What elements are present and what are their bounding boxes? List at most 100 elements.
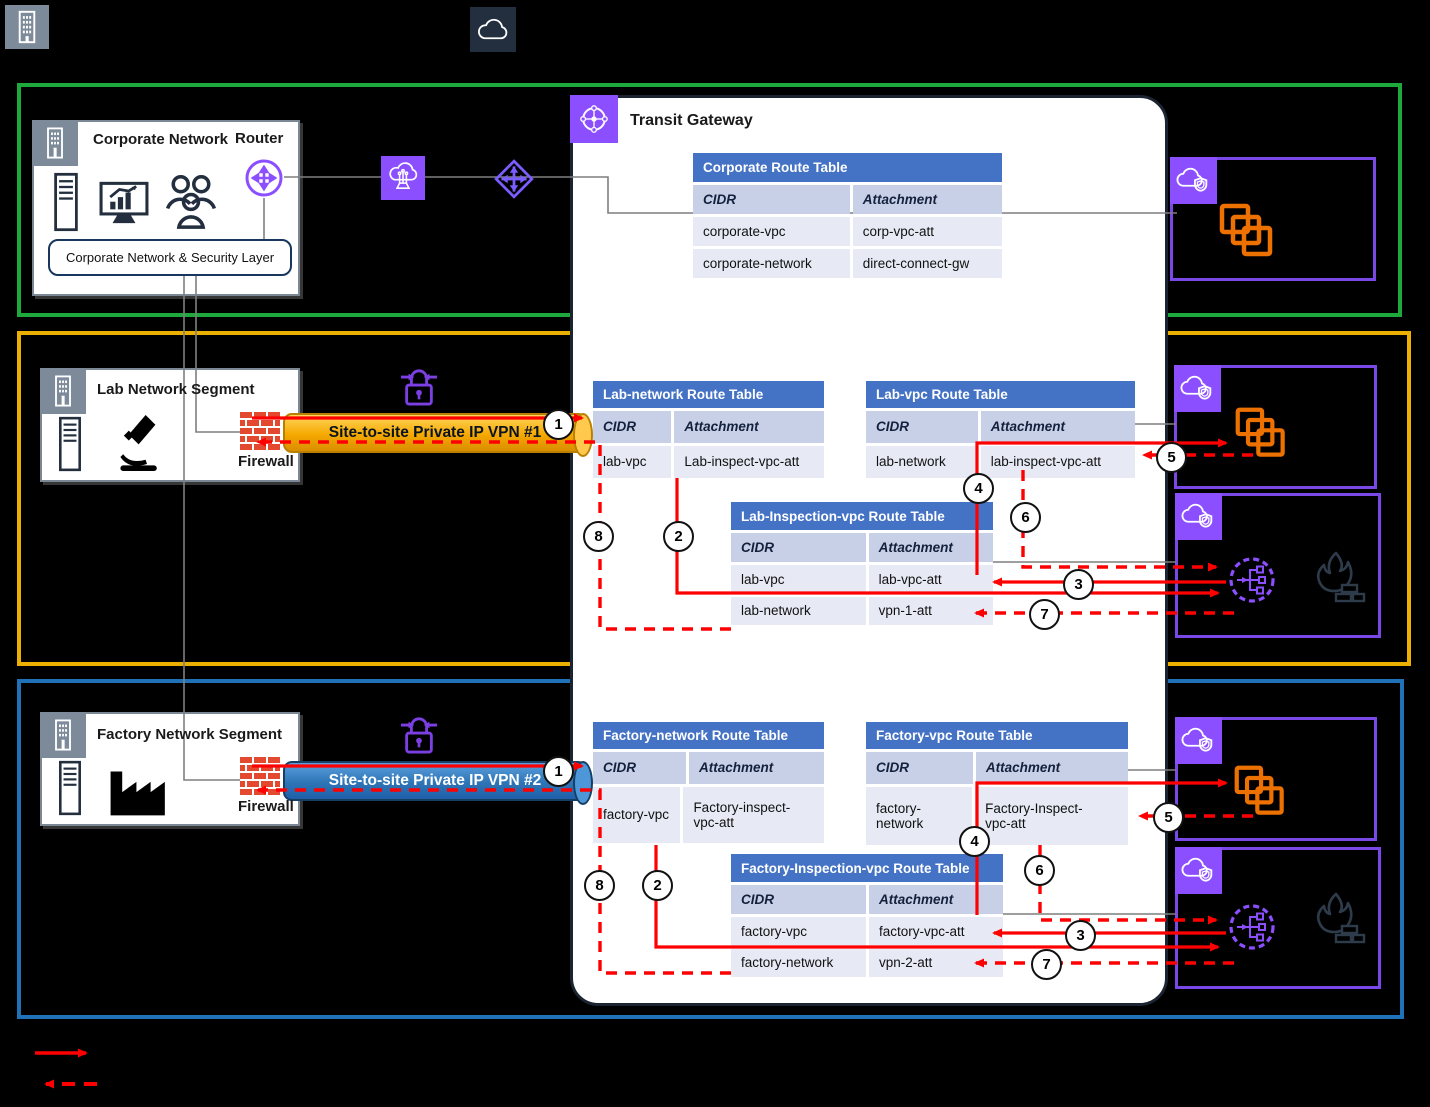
vpc-icon bbox=[1174, 365, 1221, 412]
table-title: Factory-vpc Route Table bbox=[866, 722, 1128, 749]
table-title: Lab-vpc Route Table bbox=[866, 381, 1135, 408]
attachment-cell: lab-inspect-vpc-att bbox=[980, 446, 1135, 478]
lab-subnets-icon bbox=[1234, 406, 1292, 464]
attachment-cell: corp-vpc-att bbox=[852, 217, 1002, 246]
cidr-cell: lab-network bbox=[866, 446, 978, 478]
vpc-icon bbox=[1175, 493, 1222, 540]
attachment-cell: vpn-1-att bbox=[868, 597, 993, 625]
vpn1-tube-cap bbox=[573, 413, 593, 457]
factory-vpc-route-table: Factory-vpc Route Table CIDR Attachment … bbox=[866, 722, 1128, 845]
server-icon bbox=[52, 172, 80, 232]
network-firewall-icon bbox=[1306, 549, 1366, 607]
column-header-cidr: CIDR bbox=[731, 885, 866, 914]
column-header-attachment: Attachment bbox=[868, 885, 1003, 914]
step-circle-lab-2: 2 bbox=[663, 521, 694, 552]
network-firewall-icon bbox=[1306, 890, 1366, 948]
table-title: Factory-Inspection-vpc Route Table bbox=[731, 854, 1003, 882]
cidr-cell: lab-vpc bbox=[731, 565, 866, 594]
step-circle-lab-4: 4 bbox=[963, 473, 994, 504]
corporate-security-layer-label: Corporate Network & Security Layer bbox=[65, 250, 275, 265]
step-circle-factory-7: 7 bbox=[1031, 949, 1062, 980]
corporate-building-icon bbox=[32, 120, 78, 166]
cidr-cell: corporate-network bbox=[693, 249, 850, 278]
column-header-attachment: Attachment bbox=[852, 185, 1002, 214]
aws-cloud-icon bbox=[470, 7, 516, 52]
router-label: Router bbox=[235, 130, 284, 147]
table-row: factory-vpc factory-vpc-att bbox=[731, 917, 1003, 946]
lab-firewall-label: Firewall bbox=[238, 453, 294, 470]
cidr-cell: factory-vpc bbox=[731, 917, 866, 946]
column-header-cidr: CIDR bbox=[593, 752, 687, 784]
monitoring-icon bbox=[98, 180, 150, 228]
corporate-vpc-box bbox=[1170, 157, 1376, 281]
cidr-cell: corporate-vpc bbox=[693, 217, 850, 246]
vpn2-tube-cap bbox=[573, 761, 593, 805]
lab-vpc-box bbox=[1174, 365, 1377, 489]
factory-subnets-icon bbox=[1233, 764, 1291, 822]
direct-connect-gateway-icon bbox=[493, 158, 535, 200]
attachment-cell: direct-connect-gw bbox=[852, 249, 1002, 278]
factory-icon bbox=[100, 756, 178, 818]
table-row: factory-network vpn-2-att bbox=[731, 949, 1003, 977]
step-circle-lab-7: 7 bbox=[1029, 599, 1060, 630]
lab-vpc-route-table: Lab-vpc Route Table CIDR Attachment lab-… bbox=[866, 381, 1135, 478]
cidr-cell: factory-vpc bbox=[593, 787, 681, 843]
step-circle-factory-4: 4 bbox=[959, 826, 990, 857]
attachment-cell: Factory-Inspect-vpc-att bbox=[975, 787, 1128, 845]
column-header-attachment: Attachment bbox=[689, 752, 824, 784]
server-icon bbox=[56, 760, 84, 816]
table-row: lab-network lab-inspect-vpc-att bbox=[866, 446, 1135, 478]
step-circle-factory-1: 1 bbox=[543, 756, 574, 787]
column-header-attachment: Attachment bbox=[980, 411, 1135, 443]
step-circle-lab-8: 8 bbox=[583, 521, 614, 552]
router-icon bbox=[244, 158, 284, 198]
gwlb-endpoint-icon bbox=[1228, 556, 1276, 604]
transit-gateway-title: Transit Gateway bbox=[630, 112, 753, 129]
column-header-attachment: Attachment bbox=[975, 752, 1128, 784]
table-row: factory-network Factory-Inspect-vpc-att bbox=[866, 787, 1128, 845]
attachment-cell: Lab-inspect-vpc-att bbox=[674, 446, 824, 478]
users-icon bbox=[163, 171, 219, 231]
direct-connect-icon bbox=[381, 156, 425, 200]
cidr-cell: factory-network bbox=[731, 949, 866, 977]
factory-network-route-table: Factory-network Route Table CIDR Attachm… bbox=[593, 722, 824, 843]
table-row: lab-vpc Lab-inspect-vpc-att bbox=[593, 446, 824, 478]
table-title: Lab-network Route Table bbox=[593, 381, 824, 408]
vpc-icon bbox=[1170, 157, 1217, 204]
table-row: corporate-vpc corp-vpc-att bbox=[693, 217, 1002, 246]
column-header-cidr: CIDR bbox=[866, 752, 973, 784]
table-row: corporate-network direct-connect-gw bbox=[693, 249, 1002, 278]
factory-firewall-label: Firewall bbox=[238, 798, 294, 815]
column-header-cidr: CIDR bbox=[593, 411, 672, 443]
table-row: factory-vpc Factory-inspect-vpc-att bbox=[593, 787, 824, 843]
cidr-cell: lab-network bbox=[731, 597, 866, 625]
table-row: lab-vpc lab-vpc-att bbox=[731, 565, 993, 594]
table-row: lab-network vpn-1-att bbox=[731, 597, 993, 625]
corporate-route-table: Corporate Route Table CIDR Attachment co… bbox=[693, 153, 1002, 278]
table-title: Factory-network Route Table bbox=[593, 722, 824, 749]
step-circle-factory-8: 8 bbox=[584, 870, 615, 901]
column-header-cidr: CIDR bbox=[731, 533, 866, 562]
attachment-cell: lab-vpc-att bbox=[868, 565, 993, 594]
lab-network-title: Lab Network Segment bbox=[97, 381, 255, 398]
step-circle-factory-3: 3 bbox=[1065, 920, 1096, 951]
lab-building-icon bbox=[40, 368, 86, 414]
lab-firewall-icon bbox=[240, 411, 280, 451]
corporate-security-layer: Corporate Network & Security Layer bbox=[48, 239, 292, 276]
step-circle-factory-6: 6 bbox=[1024, 855, 1055, 886]
corporate-subnets-icon bbox=[1218, 202, 1280, 264]
vpn-lock-icon bbox=[400, 712, 438, 758]
step-circle-factory-2: 2 bbox=[642, 870, 673, 901]
attachment-cell: vpn-2-att bbox=[868, 949, 1003, 977]
step-circle-lab-5: 5 bbox=[1156, 442, 1187, 473]
corporate-network-title: Corporate Network bbox=[93, 131, 229, 148]
gwlb-endpoint-icon bbox=[1228, 903, 1276, 951]
vpn2-label: Site-to-site Private IP VPN #2 bbox=[328, 772, 542, 789]
table-title: Lab-Inspection-vpc Route Table bbox=[731, 502, 993, 530]
step-circle-lab-3: 3 bbox=[1063, 569, 1094, 600]
vpn1-label: Site-to-site Private IP VPN #1 bbox=[328, 424, 542, 441]
step-circle-factory-5: 5 bbox=[1153, 802, 1184, 833]
factory-firewall-icon bbox=[240, 756, 280, 796]
column-header-cidr: CIDR bbox=[693, 185, 850, 214]
transit-gateway-icon bbox=[570, 95, 618, 143]
